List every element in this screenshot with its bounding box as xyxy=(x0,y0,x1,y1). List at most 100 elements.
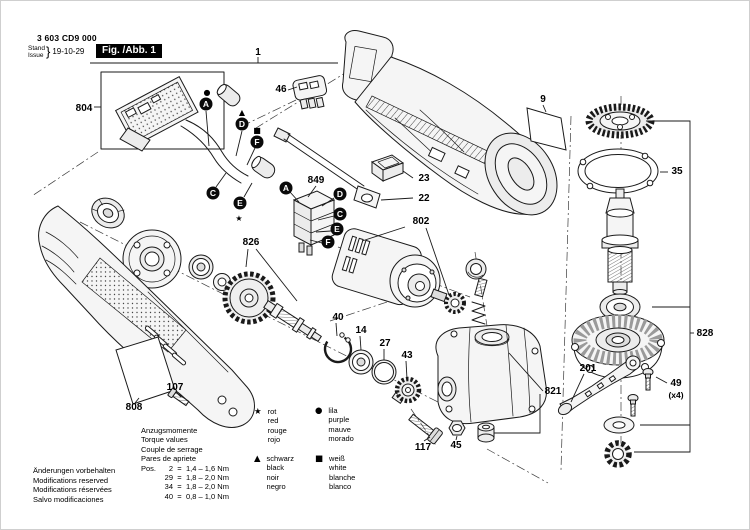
connector-marker-A: A xyxy=(279,181,293,195)
torque-equals: = xyxy=(177,463,182,473)
part-826-gear xyxy=(222,271,276,325)
motor-housing-assembly xyxy=(38,197,323,428)
legend-term: schwarz xyxy=(266,454,295,463)
torque-pos: 40 xyxy=(164,491,173,501)
bearing-collar xyxy=(91,197,125,229)
legal-note-line: Modifications reserved xyxy=(33,475,109,485)
legend-symbol-star-icon: ★ xyxy=(254,407,262,417)
legend-term: negro xyxy=(266,482,286,492)
bearing-plate xyxy=(122,229,182,289)
connector-marker-F: F xyxy=(321,235,335,249)
torque-equals: = xyxy=(177,482,182,492)
legend-term: white xyxy=(329,463,347,473)
torque-heading-line: Pares de apriete xyxy=(141,454,197,464)
legend-term: lila xyxy=(328,406,338,415)
part-label-849: 849 xyxy=(308,175,325,186)
connector-marker-E: E★ xyxy=(233,196,247,223)
part-23-switch-button xyxy=(370,154,405,182)
legend-term: rouge xyxy=(267,425,287,435)
issue-block: Stand Issue } 19-10-29 xyxy=(28,44,84,59)
torque-row: 40=0,8 – 1,0 Nm xyxy=(141,492,229,501)
legal-note-line: Änderungen vorbehalten xyxy=(33,466,116,475)
tooth-lock-washer xyxy=(604,440,632,468)
legend-term: rot xyxy=(267,407,277,416)
part-label-27: 27 xyxy=(379,338,391,349)
torque-equals: = xyxy=(177,491,182,501)
legend-term: black xyxy=(266,463,285,473)
legal-note-line: Modifications réservées xyxy=(33,485,112,494)
crown-gear xyxy=(585,103,655,139)
marker-letter: F xyxy=(325,237,330,247)
stand-label: Stand xyxy=(28,44,45,52)
part-label-808: 808 xyxy=(126,402,143,413)
part-label-117: 117 xyxy=(415,442,432,453)
legend-symbol-circle-icon: ● xyxy=(315,406,323,416)
part-label-201: 201 xyxy=(580,363,597,374)
connector-marker-C: C xyxy=(333,207,347,221)
gasket-35 xyxy=(577,148,659,194)
part-label-46: 46 xyxy=(275,84,287,95)
torque-pos-prefix: Pos. xyxy=(141,463,157,473)
marker-letter: A xyxy=(203,99,209,109)
torque-row: 34=1,8 – 2,0 Nm xyxy=(141,482,229,491)
marker-letter: F xyxy=(254,137,259,147)
torque-row: Pos. 2 = 1,4 – 1,6 Nm xyxy=(141,464,229,473)
spindle-lock-button xyxy=(465,258,488,325)
spindle-bearing xyxy=(599,293,641,321)
part-label-22: 22 xyxy=(418,193,430,204)
torque-pos: 34 xyxy=(164,482,173,492)
torque-heading-line: Torque values xyxy=(141,435,188,445)
legend-term: blanco xyxy=(329,482,352,492)
marker-letter: E xyxy=(334,224,340,234)
part-label-9: 9 xyxy=(540,94,546,105)
connector-marker-D: D▲ xyxy=(235,108,249,131)
legend-symbol-triangle-icon: ▲ xyxy=(254,454,261,464)
torque-pos-prefix xyxy=(141,473,161,482)
screws-49 xyxy=(627,368,654,417)
screw-117 xyxy=(408,413,443,445)
sticker-9 xyxy=(526,107,567,151)
part-number-labels: 180446923228498028263582820149(x4)808107… xyxy=(76,47,714,453)
screw-107 xyxy=(167,387,190,407)
torque-pos: 29 xyxy=(164,473,173,483)
part-43-bevel-pinion xyxy=(391,376,422,405)
part-label-821: 821 xyxy=(545,386,562,397)
legend-term: noir xyxy=(266,472,280,482)
legend-term: weiß xyxy=(329,454,345,463)
legend-term: mauve xyxy=(328,424,351,434)
marker-symbol-circle-icon: ● xyxy=(204,88,211,97)
part-46-switch-slide xyxy=(292,75,328,110)
torque-row: 29=1,8 – 2,0 Nm xyxy=(141,473,229,482)
part-22-switch-link xyxy=(273,127,381,209)
marker-symbol-triangle-icon: ▲ xyxy=(239,108,246,117)
part-14-bearing xyxy=(348,349,374,375)
torque-heading-line: Couple de serrage xyxy=(141,444,203,454)
legend-term: red xyxy=(267,416,279,426)
part-849-switch xyxy=(292,190,336,256)
rubber-bumper xyxy=(477,422,495,443)
flat-washer xyxy=(603,416,635,434)
torque-heading-line: Anzugsmomente xyxy=(141,426,198,435)
torque-value: 1,4 – 1,6 Nm xyxy=(186,463,229,473)
part-label-43: 43 xyxy=(401,350,413,361)
electronics-module-804 xyxy=(100,71,276,184)
gearbox-small-parts xyxy=(323,332,422,405)
part-label-826: 826 xyxy=(243,237,260,248)
torque-pos: 2 xyxy=(168,463,173,473)
connector-marker-C: C xyxy=(206,186,220,200)
torque-pos-prefix xyxy=(141,482,161,491)
issue-label: Issue xyxy=(28,51,44,59)
part-label-1: 1 xyxy=(255,47,261,58)
marker-letter: E xyxy=(237,198,243,208)
legend-term: rojo xyxy=(267,435,281,445)
